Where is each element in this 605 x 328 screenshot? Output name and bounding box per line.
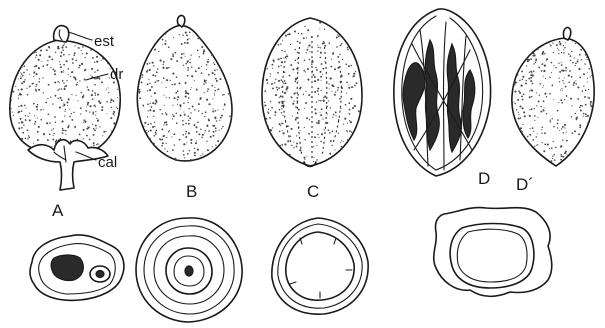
panel-label-d: D [478,169,490,188]
style-scar [563,27,570,40]
cross-section-c [272,218,368,314]
fruit-c [259,16,364,169]
calyx [28,140,108,190]
annotation-est: est [94,33,115,50]
style-scar [177,15,184,27]
panel-label-c: C [307,182,319,201]
panel-label-d-prime: D´ [516,175,534,194]
panel-label-a: A [52,201,64,220]
annotation-cal: cal [98,154,117,171]
cross-section-d [434,208,552,297]
annotation-dr: dr [110,66,123,83]
fruit-d-prime [509,27,596,168]
fruit-d [394,9,491,176]
leader-est [68,32,92,40]
panel-label-b: B [186,182,197,201]
cross-section-a [30,235,124,300]
fruit-b [133,15,235,164]
cross-section-b [136,218,242,322]
